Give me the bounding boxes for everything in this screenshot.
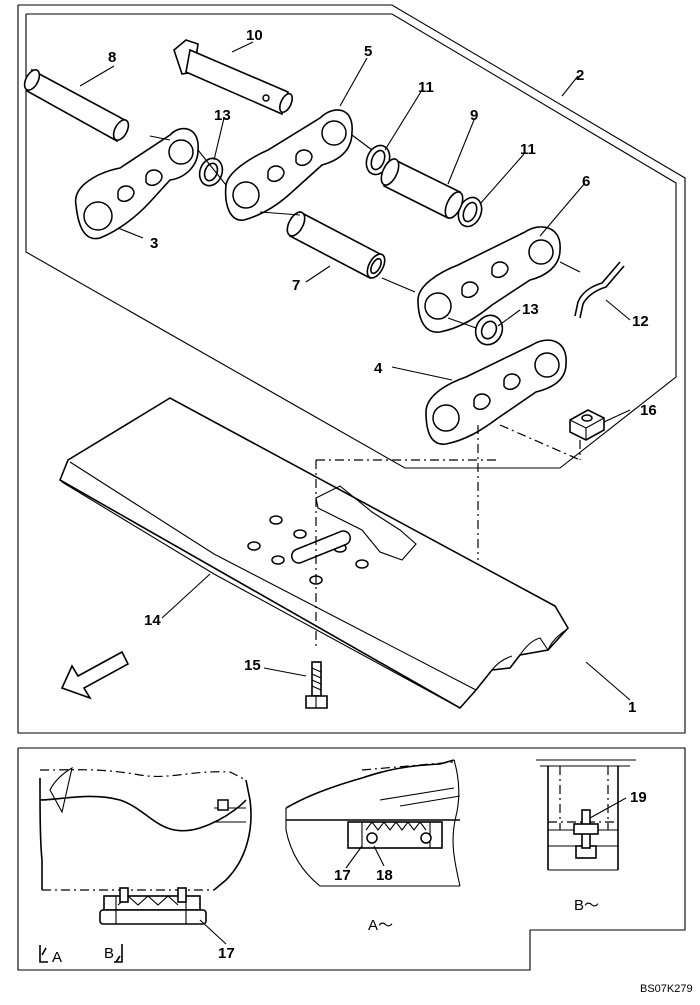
section-b-marker: B [104, 945, 114, 962]
callout-6: 6 [582, 173, 590, 190]
seal-13-lower [474, 314, 504, 346]
callout-14: 14 [144, 612, 161, 629]
track-pin-8 [23, 68, 130, 143]
detail-view-a: 17 18 A～ [285, 759, 461, 934]
seal-13-top [198, 157, 224, 187]
callout-13-lower: 13 [522, 301, 539, 318]
callout-11-upper: 11 [418, 79, 434, 96]
callout-12: 12 [632, 313, 649, 330]
callout-17-view-a: 17 [334, 867, 351, 884]
callout-16: 16 [640, 402, 657, 419]
link-assembly-outline [25, 13, 677, 469]
callout-2: 2 [576, 67, 584, 84]
view-a-caption: A～ [368, 917, 393, 934]
direction-arrow [60, 650, 130, 700]
callout-9: 9 [470, 107, 478, 124]
assembly-centerlines [149, 134, 581, 650]
callout-15: 15 [244, 657, 261, 674]
callout-19: 19 [630, 789, 647, 806]
lower-panel-frame [17, 747, 686, 971]
callout-10: 10 [246, 27, 263, 44]
detail-view-b: 19 B～ [536, 759, 647, 914]
view-b-caption: B～ [574, 897, 599, 914]
track-shoe-14 [58, 397, 569, 710]
callout-13-upper: 13 [214, 107, 231, 124]
callout-4: 4 [374, 360, 383, 377]
callouts-upper: 1 2 3 4 5 6 7 8 9 10 11 11 12 13 13 14 1… [108, 27, 657, 716]
section-markers: A B [39, 944, 123, 966]
bolt-15 [305, 661, 328, 709]
upper-panel-frame [17, 4, 686, 734]
callout-1: 1 [628, 699, 636, 716]
leader-lines-upper [79, 41, 631, 701]
callout-5: 5 [364, 43, 372, 60]
bushing-7 [286, 210, 386, 280]
track-link-5 [224, 109, 353, 221]
callout-11-lower: 11 [520, 141, 536, 158]
callout-7: 7 [292, 277, 300, 294]
section-a-marker: A [52, 949, 62, 966]
callout-17-side: 17 [218, 945, 235, 962]
bushing-9 [380, 158, 464, 220]
callout-8: 8 [108, 49, 116, 66]
callout-3: 3 [150, 235, 158, 252]
track-link-3 [74, 127, 199, 240]
drawing-code: BS07K279 [640, 983, 693, 995]
master-pin-10 [173, 39, 293, 116]
track-link-6 [417, 226, 561, 333]
track-link-4 [425, 339, 567, 445]
callout-18: 18 [376, 867, 393, 884]
detail-side-view: 17 [39, 766, 252, 962]
lock-pin-12 [574, 261, 625, 319]
nut-16 [569, 409, 605, 441]
